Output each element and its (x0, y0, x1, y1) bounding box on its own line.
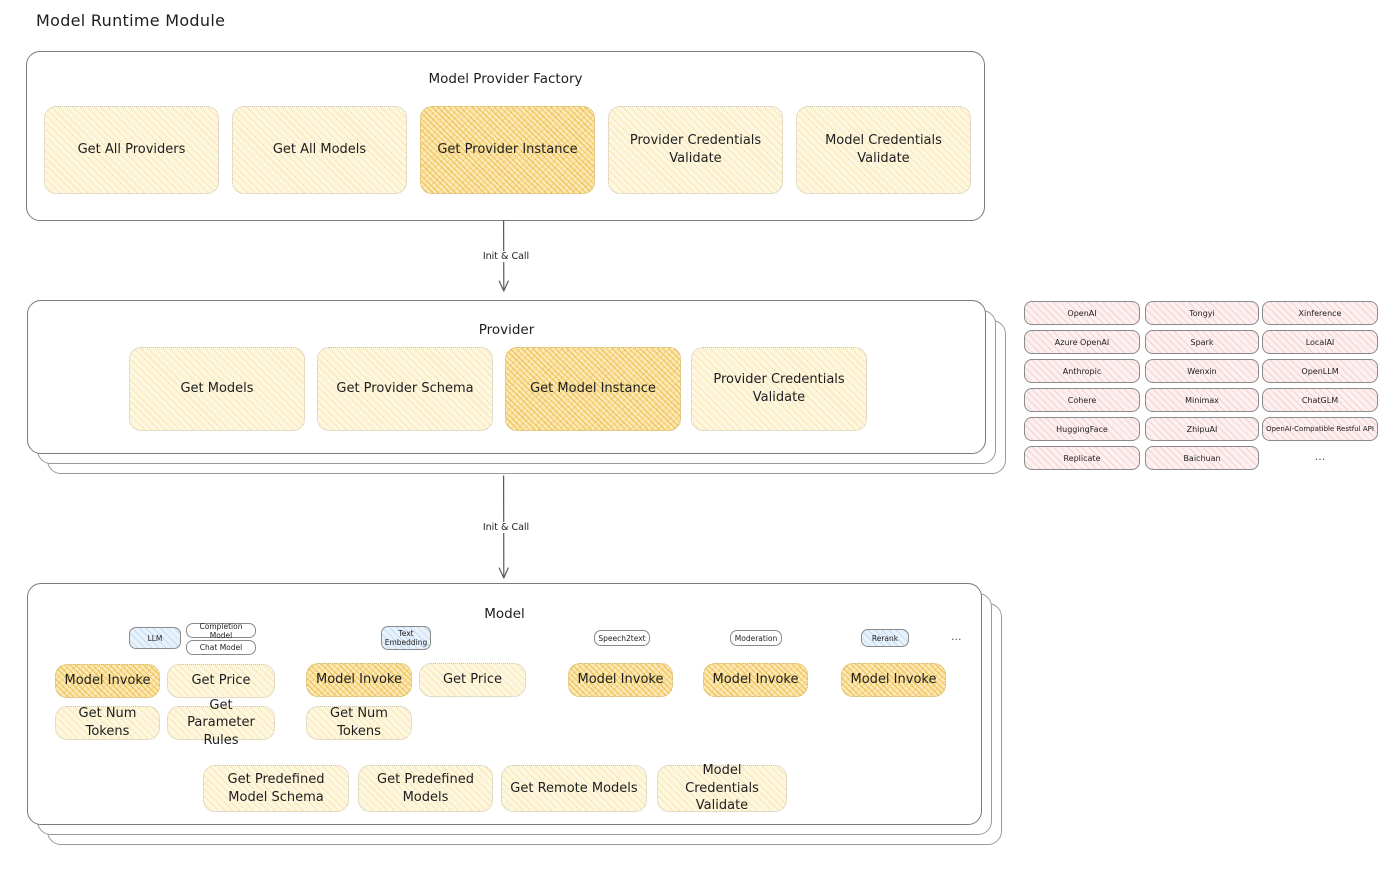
provider-box-provider-credentials-validate[interactable]: Provider Credentials Validate (691, 347, 867, 431)
model-provider-factory-title: Model Provider Factory (428, 71, 583, 87)
model-method-speech2text-model-invoke[interactable]: Model Invoke (568, 663, 673, 697)
model-type-badge-llm[interactable]: LLM (129, 627, 181, 649)
provider-title: Provider (478, 322, 535, 338)
provider-pill[interactable]: Spark (1145, 330, 1259, 354)
provider-pill[interactable]: Replicate (1024, 446, 1140, 470)
page-title: Model Runtime Module (36, 11, 226, 30)
provider-pill[interactable]: OpenAI-Compatible Restful API (1262, 417, 1378, 441)
model-type-badge-text-embedding[interactable]: Text Embedding (381, 626, 431, 650)
factory-box-provider-credentials-validate[interactable]: Provider Credentials Validate (608, 106, 783, 194)
factory-box-get-all-providers[interactable]: Get All Providers (44, 106, 219, 194)
model-type-badge-moderation[interactable]: Moderation (730, 630, 782, 646)
provider-list-more-ellipsis: ... (1314, 450, 1326, 463)
model-method-llm-get-num-tokens[interactable]: Get Num Tokens (55, 706, 160, 740)
provider-pill[interactable]: Xinference (1262, 301, 1378, 325)
model-common-method-get-predefined-model-schema[interactable]: Get Predefined Model Schema (203, 765, 349, 812)
model-method-moderation-model-invoke[interactable]: Model Invoke (703, 663, 808, 697)
provider-pill[interactable]: Azure OpenAI (1024, 330, 1140, 354)
provider-pill[interactable]: OpenLLM (1262, 359, 1378, 383)
provider-pill[interactable]: HuggingFace (1024, 417, 1140, 441)
model-types-more-ellipsis: ... (951, 630, 962, 643)
provider-pill[interactable]: Minimax (1145, 388, 1259, 412)
model-method-text-embedding-get-price[interactable]: Get Price (419, 663, 526, 697)
provider-box-get-models[interactable]: Get Models (129, 347, 305, 431)
model-method-llm-get-parameter-rules[interactable]: Get Parameter Rules (167, 698, 275, 748)
provider-pill[interactable]: Baichuan (1145, 446, 1259, 470)
model-common-method-get-predefined-models[interactable]: Get Predefined Models (358, 765, 493, 812)
provider-pill[interactable]: ZhipuAI (1145, 417, 1259, 441)
provider-box-get-provider-schema[interactable]: Get Provider Schema (317, 347, 493, 431)
arrow-label-init-and-call-1: Init & Call (463, 251, 549, 262)
model-method-text-embedding-model-invoke[interactable]: Model Invoke (306, 663, 412, 697)
model-method-llm-get-price[interactable]: Get Price (167, 664, 275, 698)
model-method-rerank-model-invoke[interactable]: Model Invoke (841, 663, 946, 697)
provider-pill[interactable]: OpenAI (1024, 301, 1140, 325)
provider-pill[interactable]: Wenxin (1145, 359, 1259, 383)
provider-pill[interactable]: Tongyi (1145, 301, 1259, 325)
model-common-method-get-remote-models[interactable]: Get Remote Models (501, 765, 647, 812)
provider-box-get-model-instance[interactable]: Get Model Instance (505, 347, 681, 431)
provider-pill[interactable]: LocalAI (1262, 330, 1378, 354)
model-subtype-badge-chat-model[interactable]: Chat Model (186, 640, 256, 655)
model-method-llm-model-invoke[interactable]: Model Invoke (55, 664, 160, 698)
provider-pill[interactable]: ChatGLM (1262, 388, 1378, 412)
model-type-badge-speech2text[interactable]: Speech2text (594, 630, 650, 646)
provider-pill[interactable]: Anthropic (1024, 359, 1140, 383)
arrow-label-init-and-call-2: Init & Call (463, 522, 549, 533)
model-type-badge-rerank[interactable]: Rerank (861, 629, 909, 647)
provider-pill[interactable]: Cohere (1024, 388, 1140, 412)
model-subtype-badge-completion-model[interactable]: Completion Model (186, 622, 256, 640)
factory-box-get-provider-instance[interactable]: Get Provider Instance (420, 106, 595, 194)
model-method-text-embedding-get-num-tokens[interactable]: Get Num Tokens (306, 706, 412, 740)
factory-box-get-all-models[interactable]: Get All Models (232, 106, 407, 194)
model-common-method-model-credentials-validate[interactable]: Model Credentials Validate (657, 763, 787, 813)
model-title: Model (484, 606, 525, 622)
factory-box-model-credentials-validate[interactable]: Model Credentials Validate (796, 106, 971, 194)
